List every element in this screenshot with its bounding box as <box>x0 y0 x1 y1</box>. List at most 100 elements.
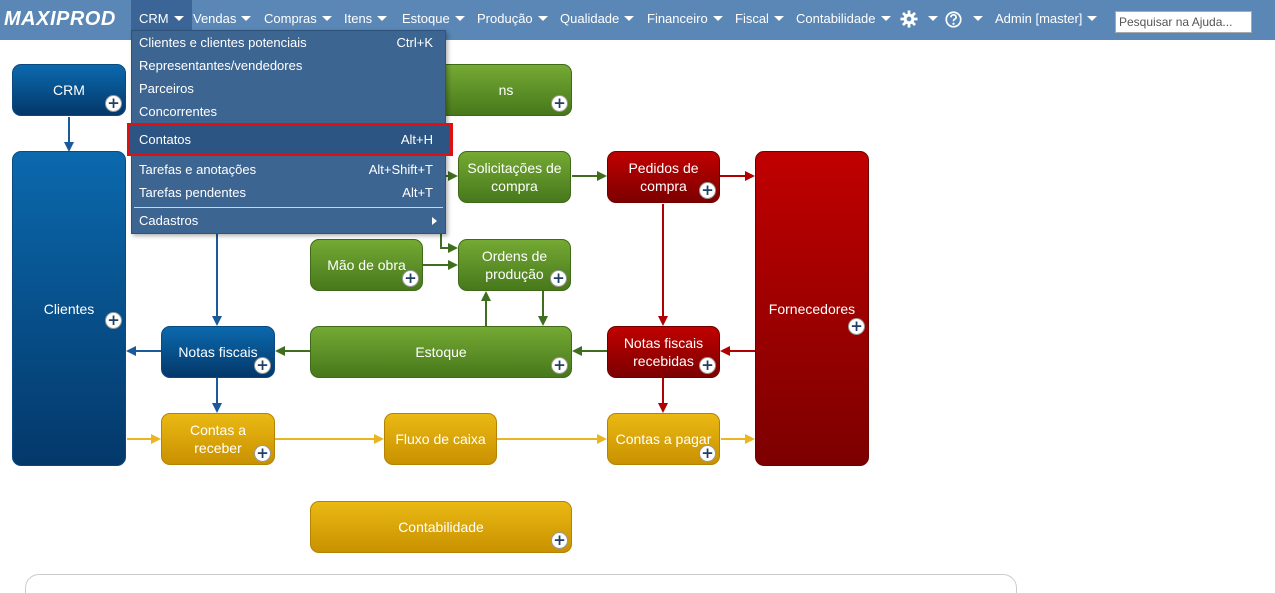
nav-contabilidade[interactable]: Contabilidade <box>796 0 891 38</box>
nav-contabilidade-label: Contabilidade <box>796 11 876 26</box>
nav-vendas-label: Vendas <box>193 11 237 26</box>
add-icon[interactable]: + <box>848 318 865 335</box>
chevron-down-icon <box>773 16 784 21</box>
nav-fiscal[interactable]: Fiscal <box>735 0 784 38</box>
nav-estoque[interactable]: Estoque <box>402 0 465 38</box>
menu-item-shortcut: Alt+T <box>402 185 433 200</box>
add-icon[interactable]: + <box>105 95 122 112</box>
box-fornecedores-label: Fornecedores <box>768 300 856 317</box>
chevron-down-icon <box>880 16 891 21</box>
menu-item-cadastros[interactable]: Cadastros <box>132 209 445 232</box>
add-icon[interactable]: + <box>254 445 271 462</box>
box-contas-receber[interactable]: Contas a receber + <box>161 413 275 465</box>
box-notas-fiscais-label: Notas fiscais <box>178 344 258 360</box>
gear-icon[interactable] <box>900 10 918 28</box>
box-contas-pagar[interactable]: Contas a pagar+ <box>607 413 720 465</box>
box-contas-pagar-label: Contas a pagar <box>615 431 712 447</box>
box-estoque[interactable]: Estoque + <box>310 326 572 378</box>
menu-item-shortcut: Alt+H <box>400 132 433 147</box>
menu-item-concorrentes[interactable]: Concorrentes <box>132 100 445 123</box>
diagram-arrows <box>64 117 755 444</box>
box-mao-de-obra[interactable]: Mão de obra+ <box>310 239 423 291</box>
box-pedidos-compra[interactable]: Pedidos de compra+ <box>607 151 720 203</box>
nav-financeiro-label: Financeiro <box>647 11 708 26</box>
nav-qualidade[interactable]: Qualidade <box>560 0 635 38</box>
box-notas-fiscais[interactable]: Notas fiscais+ <box>161 326 275 378</box>
chevron-down-icon <box>241 16 252 21</box>
menu-item-label: Concorrentes <box>139 104 218 119</box>
help-chevron-down-icon[interactable] <box>973 16 983 21</box>
box-clientes[interactable]: Clientes+ <box>12 151 126 466</box>
add-icon[interactable]: + <box>550 270 567 287</box>
box-fluxo-caixa-label: Fluxo de caixa <box>395 431 486 447</box>
box-solicitacoes[interactable]: Solicitações de compra <box>458 151 571 203</box>
chevron-down-icon <box>712 16 723 21</box>
box-estoque-label: Estoque <box>415 344 467 360</box>
box-ordens-producao[interactable]: Ordens de produção+ <box>458 239 571 291</box>
nav-crm-label: CRM <box>139 11 169 26</box>
nav-compras[interactable]: Compras <box>264 0 332 38</box>
nav-itens-label: Itens <box>344 11 373 26</box>
add-icon[interactable]: + <box>254 357 271 374</box>
box-contabilidade[interactable]: Contabilidade + <box>310 501 572 553</box>
menu-item-label: Cadastros <box>139 213 199 228</box>
menu-item-tarefas-pendentes[interactable]: Tarefas pendentes Alt+T <box>132 181 445 204</box>
menu-item-label: Representantes/vendedores <box>139 58 303 73</box>
add-icon[interactable]: + <box>551 357 568 374</box>
add-icon[interactable]: + <box>699 182 716 199</box>
menu-item-label: Contatos <box>139 132 192 147</box>
box-fluxo-caixa[interactable]: Fluxo de caixa <box>384 413 497 465</box>
menu-item-parceiros[interactable]: Parceiros <box>132 77 445 100</box>
contatos-highlight-box <box>127 123 453 156</box>
menu-item-label: Parceiros <box>139 81 194 96</box>
user-menu[interactable]: Admin [master] <box>995 0 1098 38</box>
box-crm-label: CRM <box>53 82 85 98</box>
nav-fiscal-label: Fiscal <box>735 11 769 26</box>
menu-item-label: Tarefas pendentes <box>139 185 246 200</box>
menu-item-contatos[interactable]: Contatos Alt+H <box>132 128 445 151</box>
box-notas-fiscais-recebidas[interactable]: Notas fiscais recebidas+ <box>607 326 720 378</box>
help-icon[interactable] <box>945 11 962 28</box>
chevron-down-icon <box>537 16 548 21</box>
nav-producao[interactable]: Produção <box>477 0 548 38</box>
add-icon[interactable]: + <box>551 95 568 112</box>
box-fornecedores[interactable]: Fornecedores+ <box>755 151 869 466</box>
help-search-input[interactable] <box>1115 11 1252 33</box>
process-diagram: CRM + ns + Clientes+ Solicitações de compr… <box>0 40 1275 593</box>
chevron-down-icon <box>1087 16 1098 21</box>
menu-item-shortcut: Ctrl+K <box>396 35 433 50</box>
chevron-right-icon <box>432 217 437 225</box>
box-mao-obra-label: Mão de obra <box>327 257 406 273</box>
nav-itens[interactable]: Itens <box>344 0 388 38</box>
menu-item-representantes[interactable]: Representantes/vendedores <box>132 54 445 77</box>
nav-estoque-label: Estoque <box>402 11 450 26</box>
chevron-down-icon <box>454 16 465 21</box>
nav-qualidade-label: Qualidade <box>560 11 620 26</box>
add-icon[interactable]: + <box>105 312 122 329</box>
box-itens-label: ns <box>498 82 514 98</box>
add-icon[interactable]: + <box>699 357 716 374</box>
menu-divider <box>134 207 443 208</box>
box-ordens-label: Ordens de produção <box>481 248 548 282</box>
nav-producao-label: Produção <box>477 11 533 26</box>
box-notas-recebidas-label: Notas fiscais recebidas <box>623 335 704 369</box>
nav-financeiro[interactable]: Financeiro <box>647 0 723 38</box>
nav-vendas[interactable]: Vendas <box>193 0 252 38</box>
box-contas-receber-label: Contas a receber <box>189 422 247 456</box>
app-logo[interactable]: MAXIPROD <box>4 8 116 30</box>
menu-item-label: Tarefas e anotações <box>139 162 257 177</box>
settings-chevron-down-icon[interactable] <box>928 16 938 21</box>
chevron-down-icon <box>624 16 635 21</box>
add-icon[interactable]: + <box>699 445 716 462</box>
add-icon[interactable]: + <box>551 532 568 549</box>
box-contabilidade-label: Contabilidade <box>398 519 484 535</box>
box-pedidos-label: Pedidos de compra <box>628 160 699 194</box>
user-label: Admin [master] <box>995 11 1083 26</box>
add-icon[interactable]: + <box>402 270 419 287</box>
box-crm[interactable]: CRM + <box>12 64 126 116</box>
chevron-down-icon <box>173 16 184 21</box>
nav-compras-label: Compras <box>264 11 317 26</box>
